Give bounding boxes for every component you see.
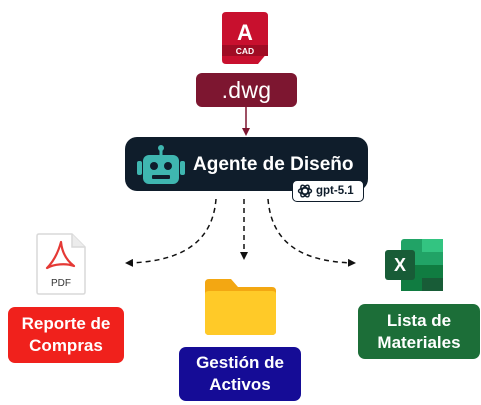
autocad-badge: CAD (236, 46, 254, 56)
output-lista-materiales: Lista de Materiales (358, 304, 480, 359)
autocad-letter: A (237, 20, 253, 45)
dwg-file-node: .dwg (196, 73, 297, 107)
robot-icon (137, 145, 185, 184)
output-lista-materiales-line1: Lista de (386, 310, 452, 330)
pdf-label: PDF (51, 278, 71, 289)
pdf-icon: PDF (36, 233, 86, 295)
agent-to-compras-arrow (125, 198, 217, 267)
output-lista-materiales-line2: Materiales (377, 332, 461, 352)
output-gestion-activos: Gestión de Activos (179, 347, 301, 401)
output-reporte-compras-line2: Compras (29, 336, 103, 355)
autocad-icon: A CAD (222, 12, 268, 64)
model-badge (292, 180, 364, 202)
excel-icon: X (385, 239, 443, 291)
model-badge-label: gpt-5.1 (316, 185, 354, 197)
excel-letter: X (394, 255, 406, 275)
output-gestion-activos-line2: Activos (209, 375, 271, 394)
agent-label: Agente de Diseño (193, 154, 354, 175)
output-reporte-compras-line1: Reporte de (21, 314, 111, 333)
output-reporte-compras: Reporte de Compras (8, 307, 124, 363)
output-gestion-activos-line1: Gestión de (196, 353, 284, 372)
agent-to-materiales-arrow (267, 198, 356, 267)
openai-logo-icon (297, 184, 313, 198)
folder-icon (205, 279, 276, 335)
